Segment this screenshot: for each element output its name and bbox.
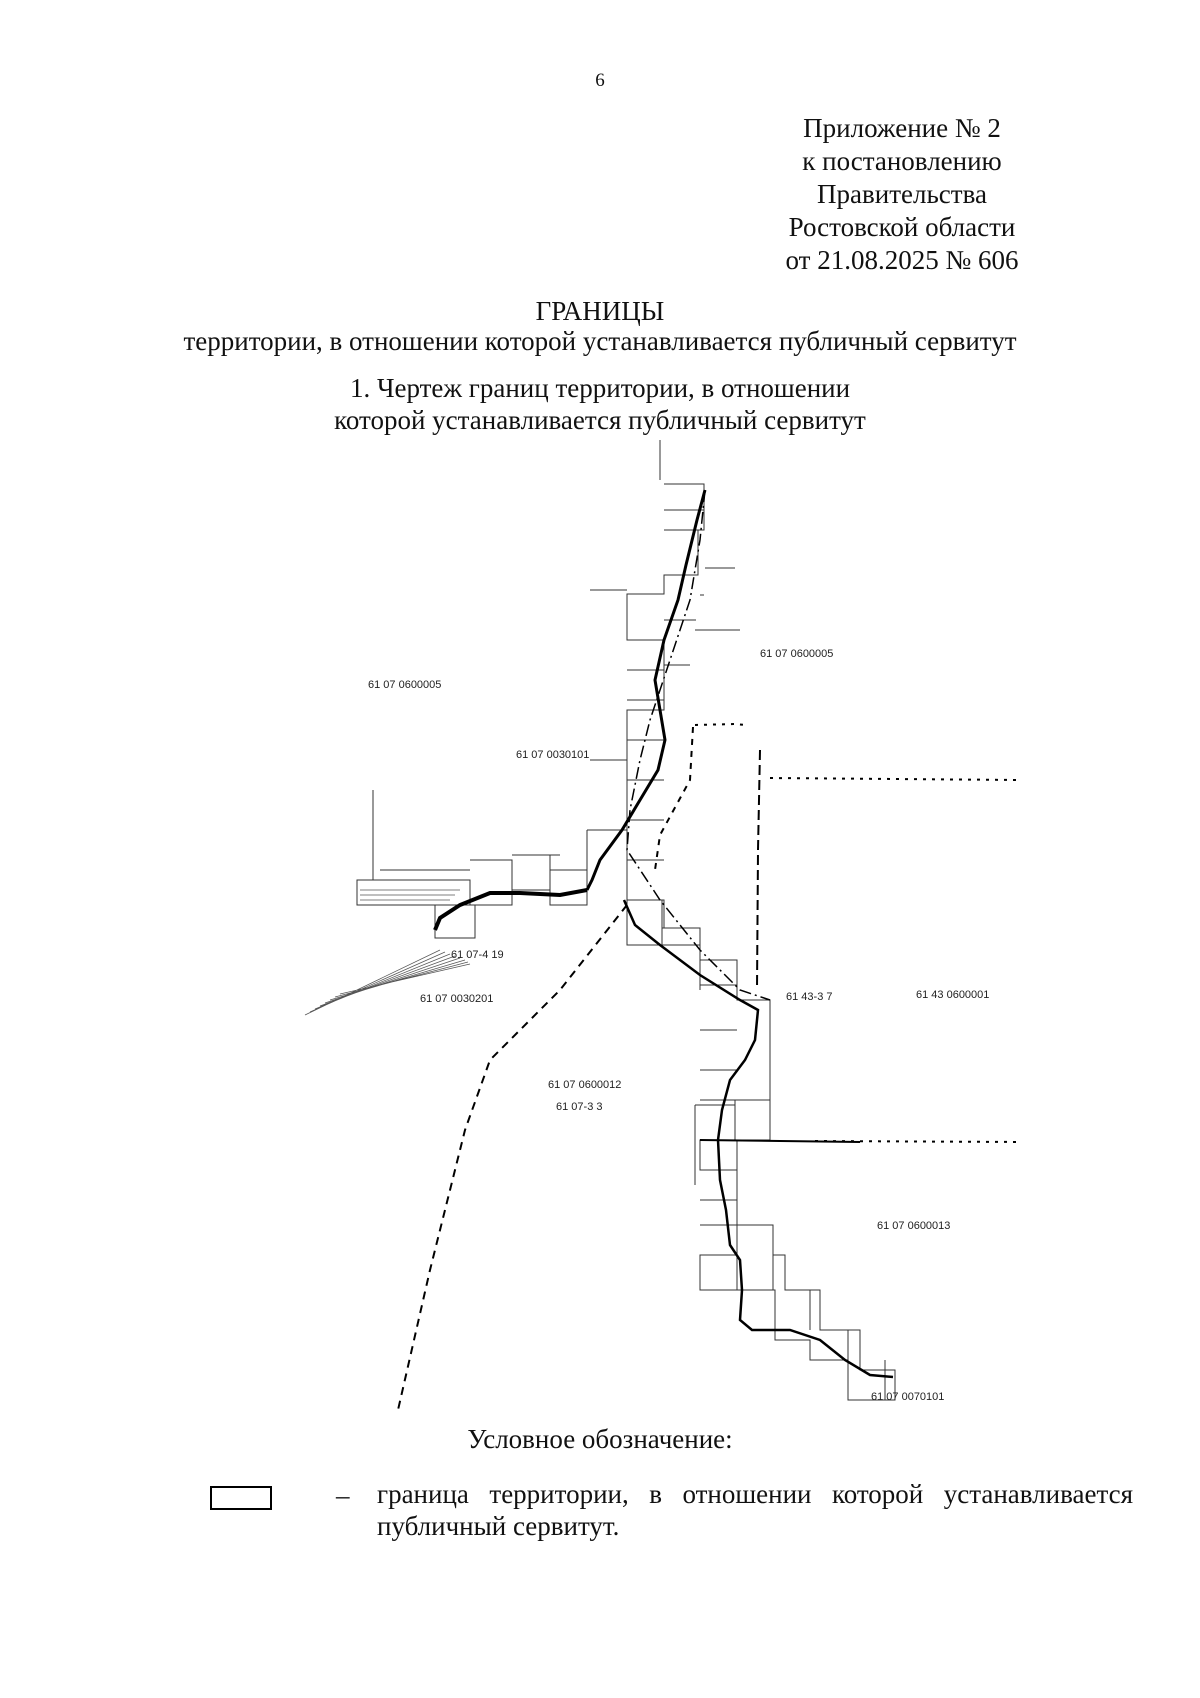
parcel-label-6: 61 43-3 7 <box>786 991 832 1003</box>
dashed-line-north-east <box>694 722 1021 1143</box>
section-heading-line-2: которой устанавливается публичный сервит… <box>334 405 866 435</box>
boundary-grid-north <box>627 509 704 861</box>
route-thick-south <box>622 899 894 1379</box>
dashed-line-upper <box>654 726 694 871</box>
main-route-line <box>433 489 894 1379</box>
parcel-label-9: 61 07-3 3 <box>556 1101 602 1113</box>
section-heading-line-1: 1. Чертеж границ территории, в отношении <box>349 373 851 403</box>
section-heading: 1. Чертеж границ территории, в отношении… <box>0 372 1200 436</box>
route-thick-west <box>433 888 588 931</box>
appendix-line-2: к постановлению <box>802 146 1002 176</box>
parcel-label-4: 61 07-4 19 <box>451 949 504 961</box>
page-number: 6 <box>595 70 605 91</box>
servitude-boundary-blocks <box>356 440 896 1401</box>
appendix-line-4: Ростовской области <box>788 212 1016 242</box>
parcel-label-10: 61 07 0600013 <box>877 1220 950 1232</box>
parcel-label-2: 61 07 0600005 <box>760 648 833 660</box>
parcel-label-7: 61 43 0600001 <box>916 989 989 1001</box>
appendix-line-5: от 21.08.2025 № 606 <box>785 245 1019 275</box>
legend-description: граница территории, в отношении которой … <box>377 1478 1133 1542</box>
appendix-line-3: Правительства <box>817 179 987 209</box>
parcel-label-1: 61 07 0600005 <box>368 679 441 691</box>
dashed-line-vertical-east <box>756 749 761 991</box>
document-subtitle: территории, в отношении которой устанавл… <box>183 326 1017 356</box>
boundary-southeast-blocks <box>700 1254 886 1400</box>
appendix-line-1: Приложение № 2 <box>803 113 1001 143</box>
legend-heading: Условное обозначение: <box>467 1424 733 1454</box>
legend-description-line-1: граница территории, в отношении которой … <box>377 1479 1133 1509</box>
parcel-label-3: 61 07 0030101 <box>516 749 589 761</box>
parcel-label-5: 61 07 0030201 <box>420 993 493 1005</box>
boundary-misc-lines <box>372 440 740 1185</box>
route-thick-north <box>585 489 707 891</box>
legend-description-line-2: публичный сервитут. <box>377 1511 620 1541</box>
boundary-west-blocks <box>356 854 587 939</box>
legend-boundary-symbol <box>210 1486 272 1510</box>
parcel-label-8: 61 07 0600012 <box>548 1079 621 1091</box>
legend-dash: – <box>336 1480 350 1510</box>
dashed-boundary-lines <box>397 722 1021 1411</box>
parcel-label-11: 61 07 0070101 <box>871 1391 944 1403</box>
appendix-header: Приложение № 2 к постановлению Правитель… <box>692 112 1112 277</box>
boundary-outline-north <box>626 483 896 1401</box>
dashed-line-southwest <box>397 904 628 1411</box>
document-title: ГРАНИЦЫ <box>535 296 665 326</box>
hatched-area-west <box>304 889 471 1016</box>
hatch-lines <box>304 889 471 1016</box>
